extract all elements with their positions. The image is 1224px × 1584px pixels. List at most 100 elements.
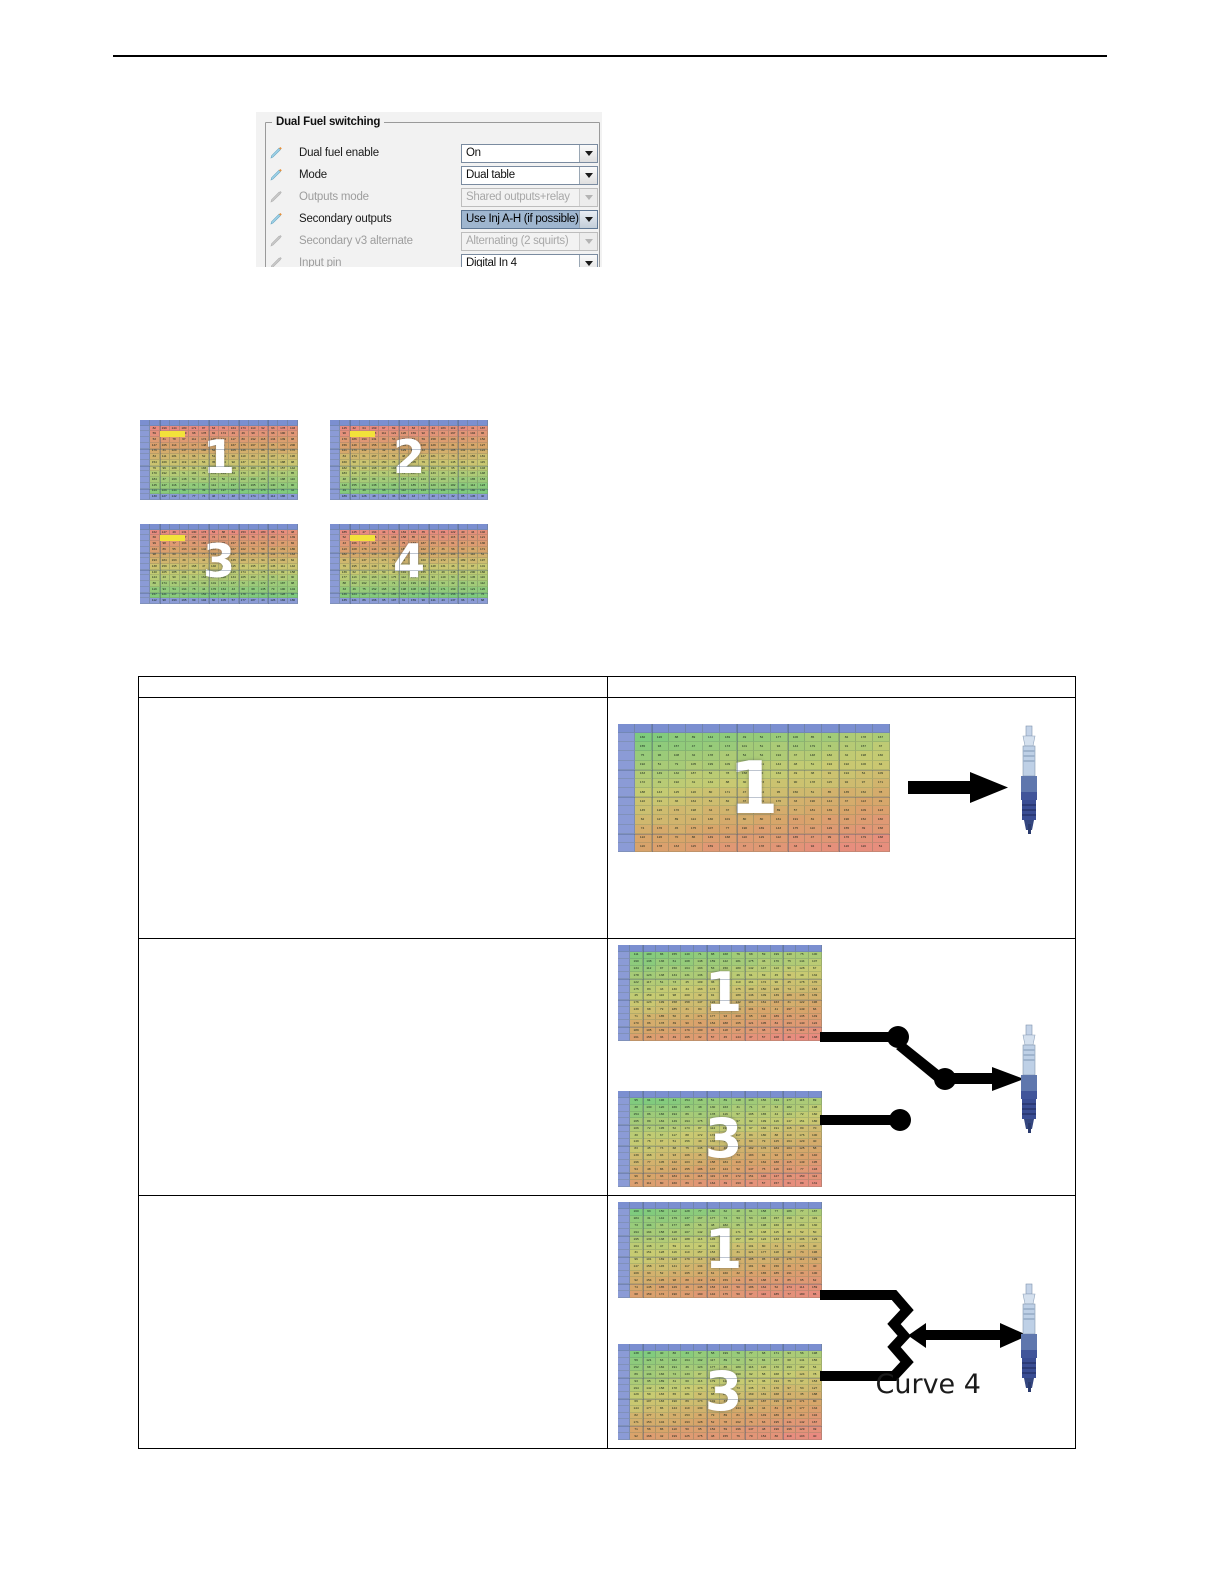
ve-cell: 119	[448, 425, 459, 432]
secondary-outputs-combobox[interactable]: Use Inj A-H (if possible)	[461, 209, 598, 229]
ve-cell: 52	[732, 1357, 745, 1365]
ve-cell	[268, 524, 279, 530]
ve-cell: 180	[438, 477, 449, 483]
ve-cell	[617, 965, 631, 973]
ve-cell	[140, 558, 150, 564]
chevron-down-icon[interactable]	[579, 166, 597, 184]
ve-cell: 195	[349, 564, 360, 570]
ve-cell: 40	[428, 494, 439, 500]
ve-cell: 44	[468, 529, 479, 536]
ve-cell: 121	[745, 1020, 758, 1028]
ve-cell: 177	[189, 442, 200, 449]
ve-cell: 77	[783, 1291, 796, 1298]
ve-separator	[349, 420, 351, 500]
ve-cell: 190	[278, 586, 289, 593]
mode-combobox[interactable]: Dual table	[461, 165, 598, 185]
ve-cell: 178	[719, 1173, 733, 1181]
ve-cell: 98	[149, 552, 160, 559]
ve-cell: 76	[478, 592, 488, 599]
ve-cell: 51	[189, 592, 200, 599]
ve-cell: 112	[149, 598, 160, 604]
ve-cell: 161	[630, 1034, 643, 1041]
ve-cell: 143	[796, 986, 809, 993]
ve-cell: 40	[702, 742, 720, 752]
ve-cell: 45	[630, 993, 643, 1000]
ve-cell: 106	[719, 1392, 733, 1399]
ve-cell: 73	[643, 1132, 656, 1139]
dual-fuel-enable-combobox[interactable]: On	[461, 143, 598, 163]
ve-cell: 56	[643, 1426, 656, 1434]
ve-cell: 40	[248, 488, 259, 495]
ve-cell: 148	[428, 564, 439, 570]
ve-cell: 162	[268, 546, 279, 553]
ve-cell: 86	[359, 598, 370, 604]
setting-row-dual-fuel-enable[interactable]: Dual fuel enable On	[266, 142, 598, 164]
ve-cell: 114	[278, 471, 289, 478]
ve-cell: 72	[278, 454, 289, 460]
ve-cell: 170	[732, 1125, 745, 1133]
ve-cell: 199	[655, 999, 669, 1007]
ve-cell: 55	[389, 454, 400, 460]
ve-cell: 61	[438, 535, 449, 542]
ve-cell: 171	[872, 778, 890, 788]
ve-cell: 68	[668, 1145, 682, 1153]
ve-cell: 80	[796, 1125, 809, 1133]
ve-cell: 199	[706, 1256, 720, 1264]
ve-cell: 117	[458, 541, 469, 547]
ve-cell: 112	[643, 965, 656, 973]
ve-separator	[617, 797, 890, 799]
setting-row-secondary-outputs[interactable]: Secondary outputs Use Inj A-H (if possib…	[266, 208, 598, 230]
ve-cell: 166	[668, 1104, 682, 1112]
ve-cell: 187	[478, 425, 488, 432]
chevron-down-icon[interactable]	[579, 144, 597, 162]
ve-cell: 87	[199, 425, 210, 432]
ve-cell: 60	[745, 1139, 758, 1146]
setting-row-mode[interactable]: Mode Dual table	[266, 164, 598, 186]
ve-cell: 153	[706, 1250, 720, 1257]
ve-separator	[783, 1344, 785, 1440]
ve-cell: 124	[149, 575, 160, 582]
ve-cell: 53	[732, 1215, 745, 1223]
ve-cell: 164	[228, 425, 239, 432]
ve-cell: 165	[179, 598, 190, 604]
ve-cell: 187	[418, 541, 429, 547]
ve-cell	[330, 524, 340, 530]
ve-cell: 120	[838, 842, 856, 852]
ve-cell	[617, 1385, 631, 1392]
ve-cell: 112	[268, 494, 279, 500]
ve-cell: 107	[702, 824, 720, 834]
ve-cell: 175	[787, 824, 805, 834]
ve-cell: 63	[655, 1357, 669, 1365]
chevron-down-icon[interactable]	[579, 210, 597, 228]
ve-cell: 186	[694, 1166, 707, 1174]
ve-cell: 136	[655, 958, 669, 966]
ve-cell: 68	[379, 482, 390, 489]
ve-cell: 110	[238, 454, 249, 460]
ve-cell	[617, 733, 635, 743]
ve-cell: 132	[668, 769, 686, 779]
ve-cell: 193	[783, 1364, 796, 1372]
ve-cell: 165	[757, 1111, 771, 1119]
ve-cell: 127	[359, 592, 370, 599]
ve-cell: 38	[783, 1229, 796, 1237]
ve-cell: 158	[872, 824, 890, 834]
ve-cell: 114	[685, 815, 703, 825]
ve-cell: 182	[339, 552, 350, 559]
ve-table-thumbnail-2[interactable]: 1453264169676933831024318311916741187908…	[330, 420, 488, 500]
ve-cell: 85	[719, 1364, 733, 1372]
ve-cell: 157	[770, 1180, 784, 1187]
ve-cell: 91	[838, 742, 856, 752]
ve-cell: 142	[339, 482, 350, 489]
ve-cell: 199	[770, 951, 784, 959]
ve-cell: 152	[736, 806, 754, 816]
ve-cell	[199, 524, 210, 530]
ve-cell: 155	[418, 569, 429, 576]
ve-cell: 153	[706, 1284, 720, 1292]
ve-cell: 130	[745, 1398, 758, 1406]
ve-cell: 103	[681, 1159, 694, 1167]
ve-cell: 187	[379, 465, 390, 472]
